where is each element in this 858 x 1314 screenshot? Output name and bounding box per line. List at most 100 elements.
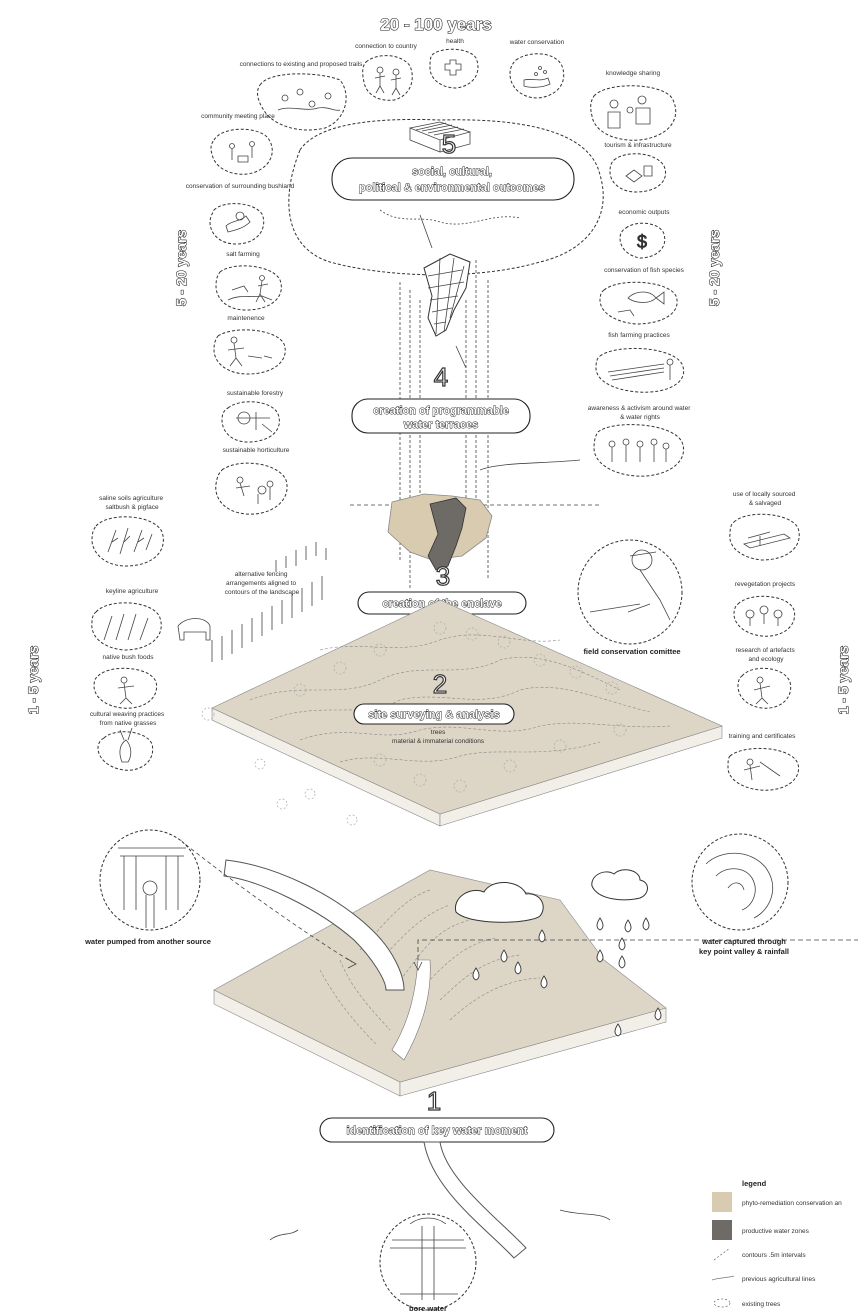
item-label-line: cultural weaving practices: [90, 711, 165, 718]
stage-4-title-line2: water terraces: [403, 419, 479, 431]
worker-icon: [589, 549, 671, 621]
legend-swatch-trees: [713, 1298, 731, 1308]
training-icon: [743, 758, 781, 781]
item-label: awareness & activism around water & wate…: [588, 405, 692, 421]
activism-icon: [608, 438, 670, 462]
legend-label-trees: existing trees: [742, 1301, 781, 1308]
item-label: conservation of surrounding bushland: [186, 183, 295, 190]
materials-icon: [743, 531, 791, 549]
item-label: tourism & infrastructure: [604, 142, 672, 149]
item-label: knowledge sharing: [606, 70, 661, 77]
left-item-meeting: community meeting place: [201, 113, 275, 175]
left-item-horticulture: sustainable horticulture: [215, 447, 290, 515]
saltbush-icon: [107, 527, 153, 555]
lower-left-item-keyline: keyline agriculture: [91, 588, 162, 651]
pavilion-icon: [408, 121, 472, 153]
item-label: native bush foods: [103, 654, 155, 661]
trail-icon: [277, 88, 341, 111]
stage-1-title: identification of key water moment: [347, 1125, 528, 1137]
pumped-label: water pumped from another source: [84, 937, 211, 946]
item-label: economic outputs: [619, 209, 671, 216]
item-label: sustainable forestry: [227, 390, 284, 397]
fish-farming-icon: [607, 358, 674, 381]
lower-left-item-weaving: cultural weaving practices from native g…: [90, 711, 165, 771]
right-item-fish-farming: fish farming practices: [595, 332, 685, 393]
stage-2-title: site surveying & analysis: [368, 709, 499, 721]
stage-5-title-line1: social, cultural,: [412, 166, 492, 178]
item-label: maintenence: [227, 315, 265, 322]
stage-2-slab: 2 site surveying & analysis trees materi…: [201, 599, 723, 827]
pump-detail: water pumped from another source: [84, 829, 211, 946]
bore-pipe: [423, 1141, 527, 1259]
item-label-line: saltbush & pigface: [105, 504, 159, 511]
item-label: revegetation projects: [735, 581, 796, 588]
horticulture-icon: [235, 476, 274, 504]
item-label: research of artefacts and ecology: [735, 647, 796, 663]
livestock-icon: [177, 618, 211, 641]
lower-left-item-saltbush: saline soils agriculture saltbush & pigf…: [91, 495, 165, 567]
salt-farming-icon: [227, 275, 273, 303]
research-icon: [753, 676, 771, 705]
item-label-line: saline soils agriculture: [99, 495, 163, 502]
top-item-water-conservation: water conservation: [509, 39, 565, 99]
item-label: health: [446, 38, 464, 45]
right-item-knowledge: knowledge sharing: [590, 70, 677, 141]
left-item-maintenance: maintenence: [213, 315, 286, 375]
legend-title: legend: [742, 1179, 767, 1188]
committee-label: field conservation comittee: [583, 647, 680, 656]
lower-right-item-materials: use of locally sourced & salvaged: [729, 491, 800, 561]
item-label: sustainable horticulture: [223, 447, 290, 454]
stage-4-title-line1: creation of programmable: [373, 405, 509, 417]
timeline-right-mid-label: 5 - 20 years: [706, 230, 722, 306]
people-icon: [374, 66, 402, 96]
lower-left-item-bush-foods: native bush foods: [93, 654, 158, 709]
timeline-top-label: 20 - 100 years: [380, 15, 492, 34]
fencing-label-line: arrangements aligned to: [226, 580, 296, 587]
item-label: connection to country: [355, 43, 418, 50]
meeting-icon: [229, 141, 255, 163]
terrace-form: [423, 253, 471, 337]
revegetation-icon: [745, 605, 783, 626]
item-label: keyline agriculture: [106, 588, 159, 595]
item-label: conservation of fish species: [604, 267, 685, 274]
right-item-fish: conservation of fish species: [599, 267, 685, 325]
forestry-icon: [236, 411, 273, 433]
item-label: community meeting place: [201, 113, 275, 120]
stage-4-zone: 4 creation of programmable water terrace…: [350, 253, 600, 590]
bore-detail: bore water: [379, 1213, 477, 1313]
pumped-water-pipe: [223, 859, 405, 991]
top-item-trails: connections to existing and proposed tra…: [240, 61, 363, 131]
stage-3-number: 3: [436, 561, 450, 591]
right-item-activism: awareness & activism around water & wate…: [588, 405, 692, 477]
legend-label-water: productive water zones: [742, 1228, 810, 1235]
item-label: salt farming: [226, 251, 260, 258]
dollar-icon: $: [637, 232, 647, 252]
stage-3-zone: 3 creation of the enclave: [357, 493, 527, 615]
fencing-label: alternative fencing arrangements aligned…: [225, 571, 300, 596]
item-label: training and certificates: [729, 733, 797, 740]
legend-label-agri: previous agricultural lines: [742, 1276, 816, 1283]
captured-label-2: key point valley & rainfall: [699, 947, 789, 956]
fencing-label-line: alternative fencing: [235, 571, 288, 578]
fencing-label-line: contours of the landscape: [225, 589, 300, 596]
bushland-icon: [225, 211, 251, 233]
left-item-bushland: conservation of surrounding bushland: [186, 183, 295, 245]
stage-2-sub2: material & immaterial conditions: [392, 738, 485, 745]
weaving-icon: [119, 727, 133, 763]
valley-detail: water captured through key point valley …: [691, 833, 789, 956]
tourism-icon: [625, 165, 653, 183]
bush-foods-icon: [117, 676, 135, 705]
rain-drops: [472, 917, 662, 1037]
field-committee: field conservation comittee: [577, 539, 683, 656]
item-label: saline soils agriculture saltbush & pigf…: [99, 495, 165, 511]
stage-5-title-line2: political & environmental outcomes: [359, 182, 545, 194]
legend-label-contours: contours .5m intervals: [742, 1252, 806, 1259]
stage-1-slab: [213, 869, 667, 1097]
stage-2-pill: [353, 703, 515, 725]
fencing-sketch: alternative fencing arrangements aligned…: [177, 542, 327, 662]
item-label-line: awareness & activism around water: [588, 405, 691, 412]
maintenance-icon: [227, 336, 273, 367]
item-label-line: use of locally sourced: [733, 491, 796, 498]
stage-2-sub1: trees: [431, 729, 446, 736]
